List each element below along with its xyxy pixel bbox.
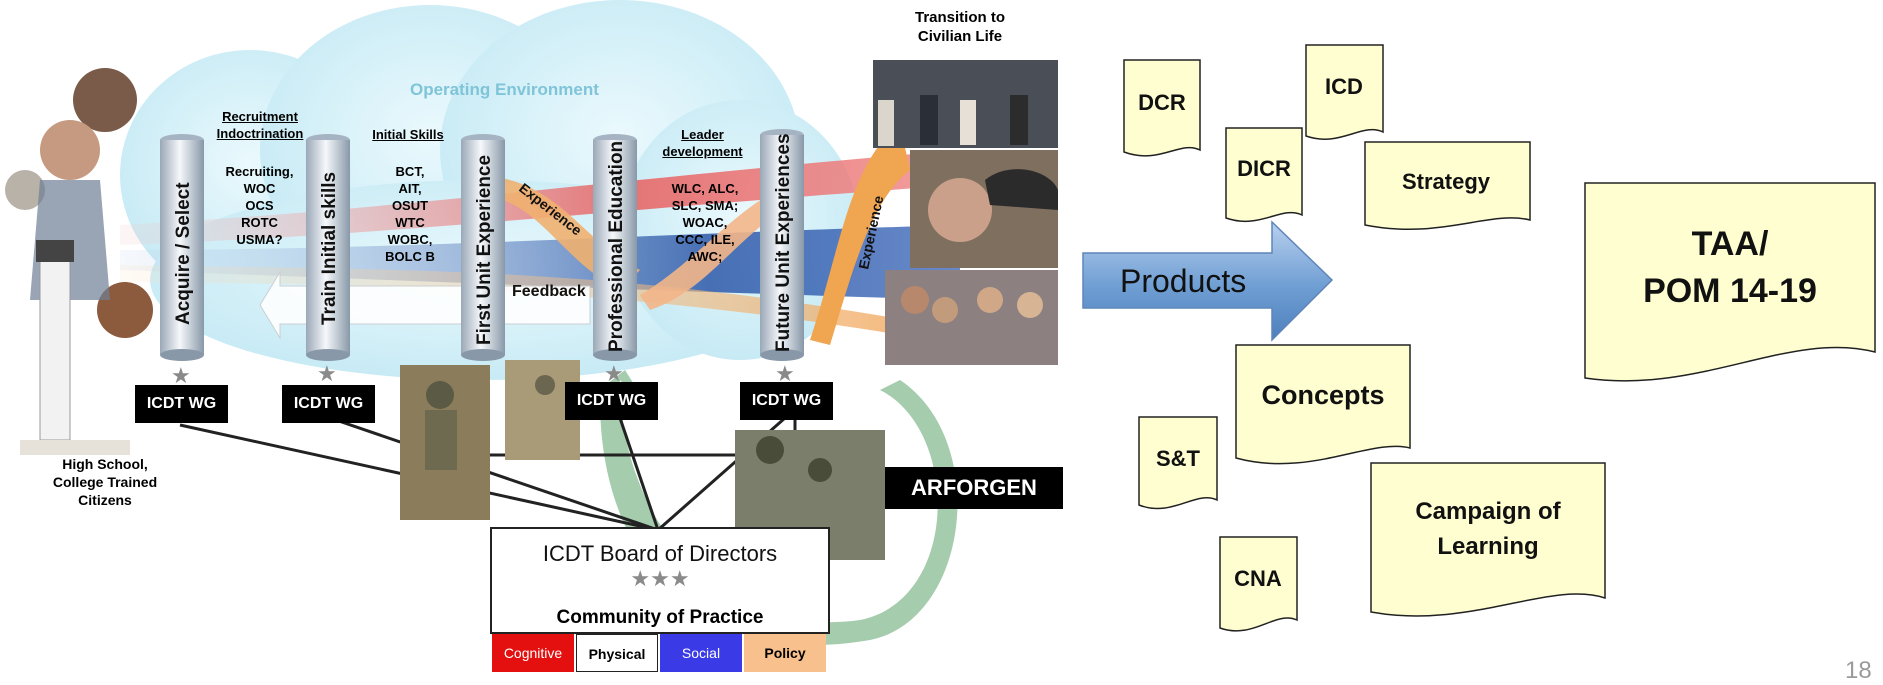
- community-of-practice: Community of Practice: [490, 604, 830, 634]
- pillar-label-first-unit-experience: First Unit Experience: [474, 155, 495, 345]
- list-item: CCC, ILE,: [675, 232, 735, 247]
- doc-label-dicr: DICR: [1237, 156, 1291, 181]
- list-item: WTC: [395, 215, 425, 230]
- doc-label-strategy: Strategy: [1402, 169, 1491, 194]
- doc-concepts: [1235, 344, 1411, 465]
- lighthouse-icon: [20, 240, 130, 455]
- list-item: OSUT: [391, 198, 429, 213]
- board-stars-icon: ★★★: [630, 566, 690, 591]
- doc-label-dcr: DCR: [1138, 90, 1186, 115]
- doc-icd: [1305, 44, 1384, 140]
- pillar-future-unit-experiences: [760, 129, 804, 361]
- list-item: USMA?: [236, 232, 283, 247]
- pillars: [160, 129, 804, 361]
- star-icon: ★: [775, 361, 795, 386]
- list-item: WOAC,: [682, 215, 728, 230]
- pillar-label-professional-education: Professional Education: [606, 141, 627, 352]
- list-initial-skills: BCT, AIT, OSUT WTC WOBC, BOLC B: [370, 163, 450, 265]
- list-item: OCS: [245, 198, 274, 213]
- source-label: High School, College Trained Citizens: [52, 456, 158, 508]
- doc-label-campaign-1: Campaign of: [1415, 498, 1561, 525]
- arforgen-label: ARFORGEN: [885, 467, 1063, 509]
- header-leader-development: Leader development: [662, 127, 743, 159]
- doc-campaign: [1370, 462, 1606, 617]
- transition-label: Transition to Civilian Life: [915, 9, 1005, 45]
- products-label: Products: [1120, 263, 1246, 299]
- doc-taa-pom: [1584, 182, 1876, 382]
- doc-label-pom: POM 14-19: [1643, 272, 1817, 310]
- domain-social: Social: [660, 634, 742, 672]
- operating-environment-label: Operating Environment: [410, 80, 599, 99]
- icdt-wg-box-2: ICDT WG: [282, 385, 375, 423]
- doc-dcr: [1123, 59, 1201, 157]
- list-leader-development: WLC, ALC, SLC, SMA; WOAC, CCC, ILE, AWC;: [655, 180, 755, 265]
- icdt-wg-box-3: ICDT WG: [565, 382, 658, 420]
- pillar-label-future-unit-experiences: Future Unit Experiences: [773, 133, 794, 352]
- pillar-professional-education: [593, 134, 637, 361]
- doc-label-taa: TAA/: [1692, 225, 1769, 263]
- soldiers-photo-1: [400, 365, 490, 520]
- icdt-wg-box-4: ICDT WG: [740, 382, 833, 420]
- transition-photo-1: [873, 60, 1058, 148]
- header-recruitment: Recruitment Indoctrination: [216, 109, 304, 141]
- domain-cognitive: Cognitive: [492, 634, 574, 672]
- star-icon: ★: [604, 361, 624, 386]
- doc-st: [1138, 416, 1218, 510]
- board-title: ICDT Board of Directors: [542, 541, 778, 566]
- doc-label-cna: CNA: [1234, 566, 1282, 591]
- list-item: SLC, SMA;: [671, 198, 739, 213]
- pillar-label-acquire-select: Acquire / Select: [173, 182, 194, 325]
- domain-physical: Physical: [576, 634, 658, 672]
- list-item: BCT,: [395, 164, 425, 179]
- products-arrow: [1082, 220, 1334, 342]
- list-item: Recruiting,: [225, 164, 294, 179]
- families-photo: [885, 270, 1058, 365]
- doc-cna: [1219, 536, 1298, 632]
- photo-montage: [5, 60, 1058, 560]
- doc-label-st: S&T: [1156, 446, 1201, 471]
- doc-strategy: [1364, 141, 1531, 231]
- header-initial-skills: Initial Skills: [372, 127, 444, 142]
- documents: [1123, 44, 1876, 632]
- doc-dicr: [1225, 127, 1303, 223]
- list-item: AIT,: [398, 181, 422, 196]
- list-item: WOBC,: [387, 232, 433, 247]
- list-item: ROTC: [241, 215, 278, 230]
- list-item: WOC: [243, 181, 276, 196]
- doc-label-campaign-2: Learning: [1437, 533, 1538, 560]
- pillar-train-initial-skills: [306, 134, 350, 361]
- list-recruitment: Recruiting, WOC OCS ROTC USMA?: [212, 163, 307, 248]
- doc-label-icd: ICD: [1325, 74, 1363, 99]
- board-of-directors-box: ICDT Board of Directors ★★★: [490, 527, 830, 606]
- star-icon: ★: [171, 363, 191, 388]
- slide-number: 18: [1845, 657, 1872, 684]
- pillar-first-unit-experience: [461, 134, 505, 361]
- star-icon: ★: [317, 361, 337, 386]
- icdt-wg-box-1: ICDT WG: [135, 385, 228, 423]
- list-item: WLC, ALC,: [671, 181, 739, 196]
- veterans-photo: [910, 150, 1058, 268]
- domain-policy: Policy: [744, 634, 826, 672]
- pillar-label-train-initial-skills: Train Initial skills: [319, 172, 340, 325]
- list-item: BOLC B: [385, 249, 435, 264]
- pillar-acquire-select: [160, 134, 204, 361]
- feedback-label: Feedback: [512, 283, 586, 300]
- list-item: AWC;: [687, 249, 723, 264]
- doc-label-concepts: Concepts: [1261, 380, 1384, 410]
